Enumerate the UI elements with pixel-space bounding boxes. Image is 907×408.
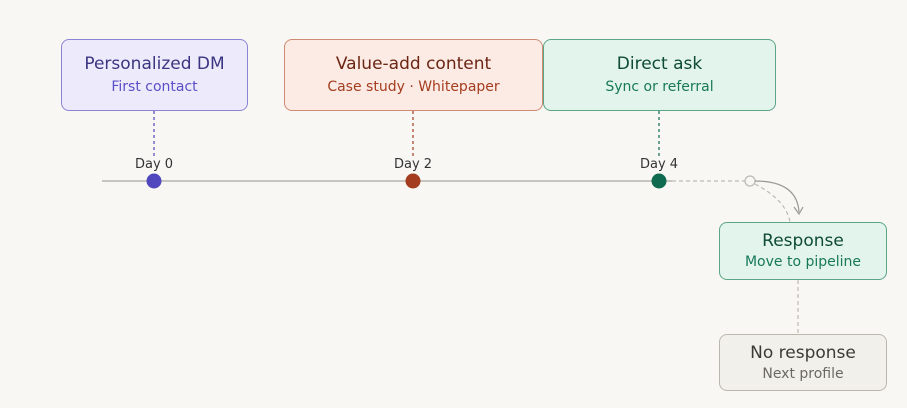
step-subtitle: Sync or referral [605, 79, 714, 95]
step-card-personalized-dm: Personalized DM First contact [61, 39, 248, 111]
step-title: Direct ask [616, 54, 703, 74]
step-title: Value-add content [335, 54, 492, 74]
step-card-value-add-content: Value-add content Case study · Whitepape… [284, 39, 543, 111]
outcome-subtitle: Next profile [762, 365, 844, 382]
response-arrowhead [793, 206, 804, 216]
day2-dot [405, 173, 421, 189]
outcome-card-response: Response Move to pipeline [719, 222, 887, 280]
step-subtitle: First contact [111, 79, 198, 95]
outcome-card-no-response: No response Next profile [719, 334, 887, 391]
day2-label: Day 2 [393, 157, 433, 172]
branch-node [744, 175, 756, 187]
branch-to-response [754, 180, 800, 213]
step-subtitle: Case study · Whitepaper [327, 79, 500, 95]
outcome-subtitle: Move to pipeline [744, 254, 862, 270]
step-title: Personalized DM [84, 54, 225, 74]
outcome-title: No response [750, 342, 856, 363]
day0-label: Day 0 [134, 157, 174, 172]
outcome-title: Response [762, 231, 844, 251]
day0-dot [146, 173, 162, 189]
step-card-direct-ask: Direct ask Sync or referral [543, 39, 776, 111]
day4-label: Day 4 [639, 157, 679, 172]
day4-dot [651, 173, 667, 189]
branch-to-no-response [754, 183, 791, 223]
